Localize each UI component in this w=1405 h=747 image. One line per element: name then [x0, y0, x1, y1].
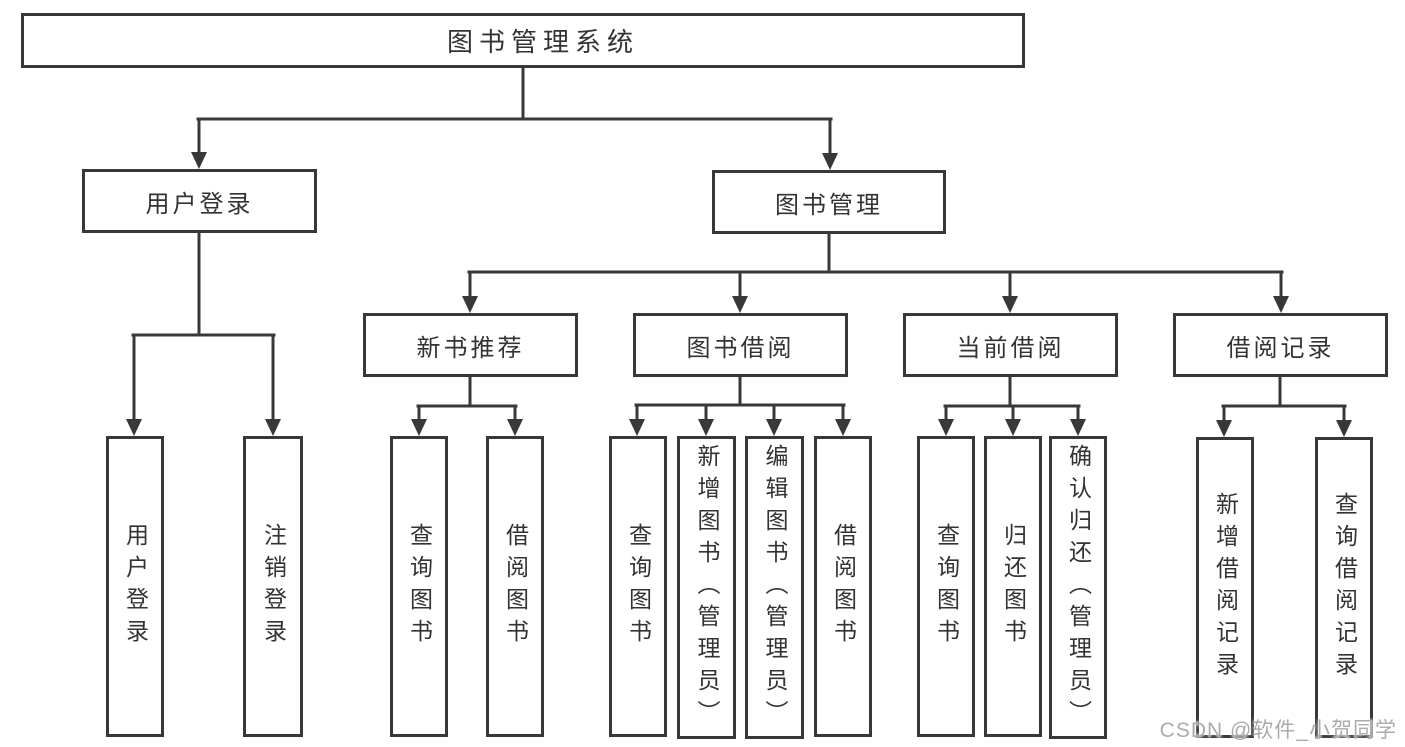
node-label: 借阅图书: [502, 522, 529, 651]
leaf-query-books-recommend: 查询图书: [390, 436, 448, 737]
leaf-confirm-return-admin: 确认归还（管理员）: [1049, 436, 1107, 739]
node-label: 确认归还（管理员）: [1065, 443, 1092, 732]
node-label: 查询图书: [933, 522, 960, 651]
node-label: 查询借阅记录: [1331, 491, 1358, 684]
leaf-return-books: 归还图书: [984, 436, 1042, 737]
leaf-query-borrow-record: 查询借阅记录: [1315, 437, 1373, 738]
leaf-logout: 注销登录: [243, 436, 303, 737]
node-label: 新增图书（管理员）: [694, 443, 720, 732]
node-label: 用户登录: [145, 190, 254, 218]
node-label: 图书管理系统: [446, 27, 639, 57]
node-borrowing-records: 借阅记录: [1173, 313, 1388, 377]
arrowhead-icons: [126, 152, 1352, 437]
node-label: 注销登录: [260, 522, 287, 651]
node-label: 新增借阅记录: [1212, 491, 1239, 684]
csdn-watermark: CSDN @软件_小贺同学: [1159, 719, 1397, 742]
node-label: 编辑图书（管理员）: [762, 443, 788, 732]
node-label: 图书管理: [775, 191, 883, 219]
leaf-query-books-current: 查询图书: [917, 436, 975, 737]
node-label: 归还图书: [1000, 522, 1027, 651]
node-label: 当前借阅: [956, 334, 1065, 362]
node-label: 用户登录: [122, 522, 149, 651]
node-label: 查询图书: [406, 522, 433, 651]
node-book-management: 图书管理: [712, 170, 946, 234]
node-library-management-system: 图书管理系统: [21, 13, 1025, 68]
node-new-book-recommendation: 新书推荐: [363, 313, 578, 377]
node-label: 新书推荐: [416, 334, 525, 362]
leaf-add-borrow-record: 新增借阅记录: [1196, 437, 1254, 738]
node-label: 借阅图书: [830, 522, 857, 651]
node-current-borrowing: 当前借阅: [903, 313, 1118, 377]
leaf-borrow-books-recommend: 借阅图书: [486, 436, 544, 737]
node-label: 图书借阅: [686, 334, 795, 362]
leaf-user-login: 用户登录: [106, 436, 164, 737]
leaf-borrow-books: 借阅图书: [814, 436, 872, 737]
leaf-add-books-admin: 新增图书（管理员）: [677, 436, 736, 739]
node-user-login: 用户登录: [82, 169, 317, 233]
node-book-borrowing: 图书借阅: [633, 313, 848, 377]
node-label: 查询图书: [625, 522, 652, 651]
leaf-query-books-borrowing: 查询图书: [609, 436, 667, 737]
node-label: 借阅记录: [1226, 334, 1335, 362]
leaf-edit-books-admin: 编辑图书（管理员）: [745, 436, 804, 739]
